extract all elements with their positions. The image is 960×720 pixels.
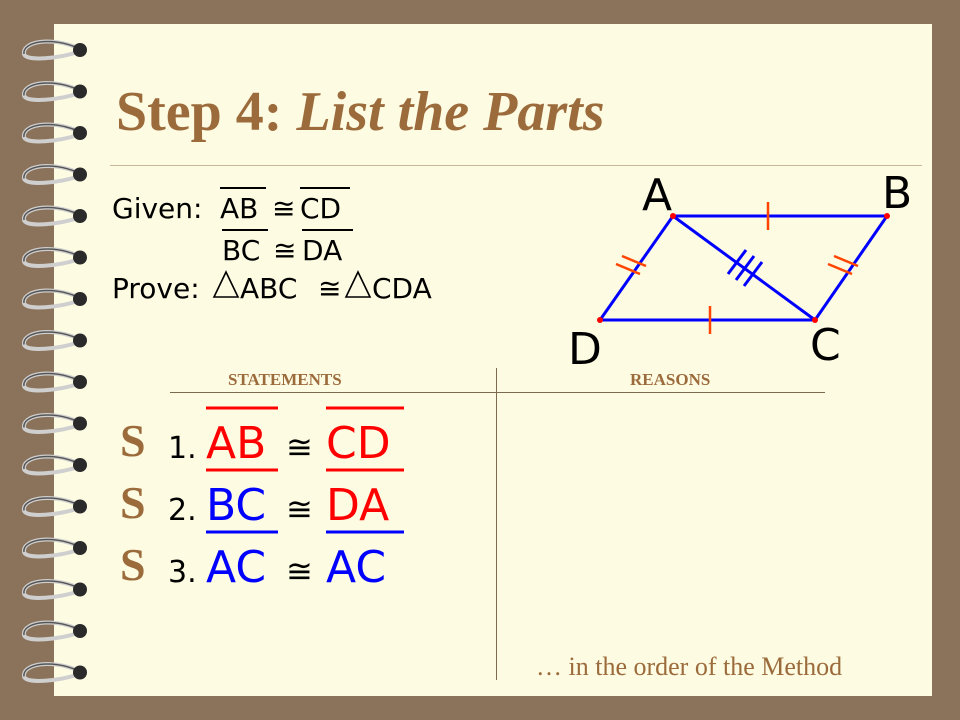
vertex-dot-c — [812, 317, 818, 323]
congruent-symbol: ≅ — [286, 490, 313, 528]
vertex-dot-b — [884, 213, 890, 219]
spiral-ring — [22, 39, 87, 61]
statement-number: 3. — [168, 555, 197, 590]
sss-letter-2: S — [120, 477, 146, 528]
spiral-ring — [22, 164, 87, 185]
congruent-symbol: ≅ — [286, 552, 313, 590]
edge-da — [598, 215, 675, 321]
sss-letter-3: S — [120, 539, 146, 590]
prove-symbol: ≅ — [318, 272, 341, 305]
tick-mark-da-2 — [621, 254, 647, 268]
statement-row-3: 3. AC ≅ AC — [168, 542, 386, 593]
given-1-symbol: ≅ — [272, 192, 295, 225]
footer-note: … in the order of the Method — [536, 652, 843, 681]
spiral-ring — [22, 620, 87, 642]
spiral-ring — [22, 371, 87, 393]
statement-number: 1. — [168, 431, 197, 466]
congruent-symbol: ≅ — [286, 428, 313, 466]
statement-number: 2. — [168, 493, 197, 528]
statement-left-segment: AB — [206, 418, 266, 469]
reasons-header: REASONS — [630, 370, 711, 389]
spiral-ring — [22, 579, 87, 600]
given-2-symbol: ≅ — [273, 234, 296, 267]
vertex-dot-d — [597, 317, 603, 323]
statements-header: STATEMENTS — [228, 370, 342, 389]
statement-right-segment: DA — [326, 480, 389, 531]
spiral-ring — [22, 662, 87, 683]
table-header-rule — [170, 392, 825, 393]
vertex-dot-a — [670, 213, 676, 219]
spiral-ring — [22, 537, 87, 559]
spiral-ring — [22, 122, 87, 144]
title-divider — [110, 165, 922, 166]
spiral-ring — [22, 288, 87, 310]
spiral-ring — [22, 330, 87, 351]
edge-bc — [813, 215, 889, 321]
tick-mark-bc-2 — [833, 254, 859, 268]
vertex-label-c: C — [810, 320, 841, 368]
statement-row-2: 2. BC ≅ DA — [168, 480, 404, 534]
spiral-ring — [22, 81, 87, 102]
title-prefix: Step 4: — [116, 81, 283, 143]
given-2-left: BC — [222, 234, 260, 267]
statement-left-segment: BC — [206, 480, 266, 531]
prove-label: Prove: — [112, 272, 200, 305]
given-prove-block: Given: AB ≅ CD BC ≅ DA Prove: ABC ≅ CDA — [112, 187, 432, 305]
spiral-ring — [22, 454, 87, 476]
title-italic: List the Parts — [296, 81, 605, 143]
statements-list: 1. AB ≅ CD 2. BC ≅ DA 3. AC ≅ AC — [168, 406, 404, 593]
notebook-page — [54, 24, 932, 696]
table-column-divider — [496, 368, 497, 680]
vertex-label-b: B — [882, 168, 912, 219]
spiral-ring — [22, 496, 87, 517]
tick-mark-ac-1 — [726, 249, 748, 275]
slide-title: Step 4: List the Parts — [116, 80, 604, 144]
spiral-ring — [22, 413, 87, 434]
prove-right: CDA — [372, 272, 432, 305]
vertex-label-a: A — [642, 170, 672, 221]
statement-right-segment: AC — [326, 542, 386, 593]
spiral-binding — [22, 39, 87, 683]
statement-left-segment: AC — [206, 542, 266, 593]
statement-right-segment: CD — [326, 418, 391, 469]
given-1-left: AB — [220, 192, 258, 225]
statement-row-1: 1. AB ≅ CD — [168, 406, 404, 472]
given-2-right: DA — [302, 234, 342, 267]
tick-mark-bc-1 — [827, 262, 853, 276]
spiral-ring — [22, 247, 87, 268]
spiral-ring — [22, 205, 87, 227]
triangle-icon — [344, 270, 372, 298]
tick-mark-ac-2 — [734, 255, 756, 281]
tick-mark-da-1 — [615, 262, 641, 276]
triangle-icon — [212, 270, 240, 298]
given-1-right: CD — [300, 192, 341, 225]
vertex-label-d: D — [568, 324, 602, 368]
given-label: Given: — [112, 192, 202, 225]
tick-mark-ac-3 — [742, 261, 764, 287]
parallelogram-figure: A B C D — [568, 168, 912, 368]
prove-left: ABC — [240, 272, 297, 305]
sss-letter-1: S — [120, 415, 146, 466]
